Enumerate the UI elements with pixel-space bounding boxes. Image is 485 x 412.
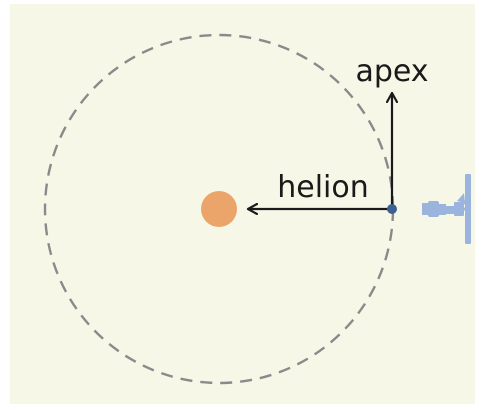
spacecraft-icon [422, 174, 471, 244]
observer-point [387, 204, 397, 214]
diagram-background [10, 4, 475, 404]
orbit-diagram: apex helion [10, 4, 475, 404]
apex-label: apex [355, 54, 428, 89]
diagram-panel: apex helion [10, 4, 475, 404]
helion-label: helion [277, 170, 369, 205]
sun-dot-icon [201, 191, 237, 227]
